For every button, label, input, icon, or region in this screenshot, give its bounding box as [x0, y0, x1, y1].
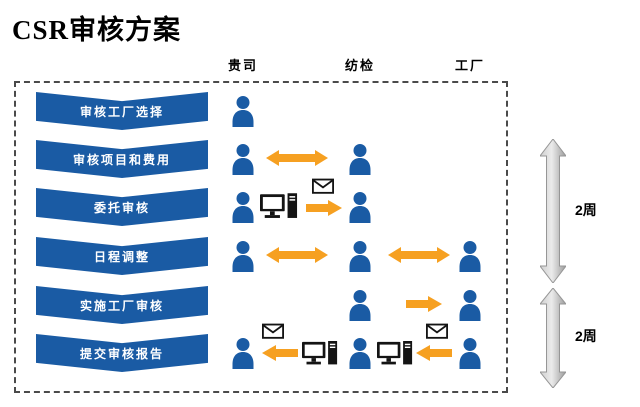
page-title: CSR审核方案 [12, 15, 182, 45]
double-arrow-icon [386, 246, 452, 264]
person-icon [230, 191, 256, 223]
duration-label-2: 2周 [575, 328, 597, 344]
left-arrow-icon [262, 344, 298, 362]
email-icon [426, 322, 448, 339]
person-icon [457, 289, 483, 321]
duration-span-arrow-icon [540, 139, 566, 283]
person-icon [230, 337, 256, 369]
duration-label-1: 2周 [575, 202, 597, 218]
process-boundary-box [14, 81, 508, 393]
double-arrow-icon [266, 149, 328, 167]
left-arrow-icon [416, 344, 452, 362]
right-arrow-icon [306, 199, 342, 217]
column-header-guisi: 贵司 [227, 58, 258, 73]
person-icon [230, 95, 256, 127]
double-arrow-icon [266, 246, 328, 264]
desktop-computer-icon [260, 193, 298, 222]
duration-span-arrow-icon [540, 288, 566, 388]
step-banner-6: 提交审核报告 [36, 334, 208, 372]
desktop-computer-icon [302, 341, 338, 368]
person-icon [230, 240, 256, 272]
person-icon [347, 191, 373, 223]
column-header-gongchang: 工厂 [454, 58, 485, 73]
person-icon [457, 337, 483, 369]
person-icon [347, 289, 373, 321]
step-banner-2: 审核项目和费用 [36, 140, 208, 178]
column-header-fangjian: 纺检 [344, 58, 375, 73]
person-icon [347, 143, 373, 175]
email-icon [262, 322, 284, 339]
person-icon [347, 240, 373, 272]
email-icon [312, 177, 334, 194]
right-arrow-icon [404, 295, 444, 313]
person-icon [347, 337, 373, 369]
desktop-computer-icon [377, 341, 413, 368]
person-icon [230, 143, 256, 175]
person-icon [457, 240, 483, 272]
